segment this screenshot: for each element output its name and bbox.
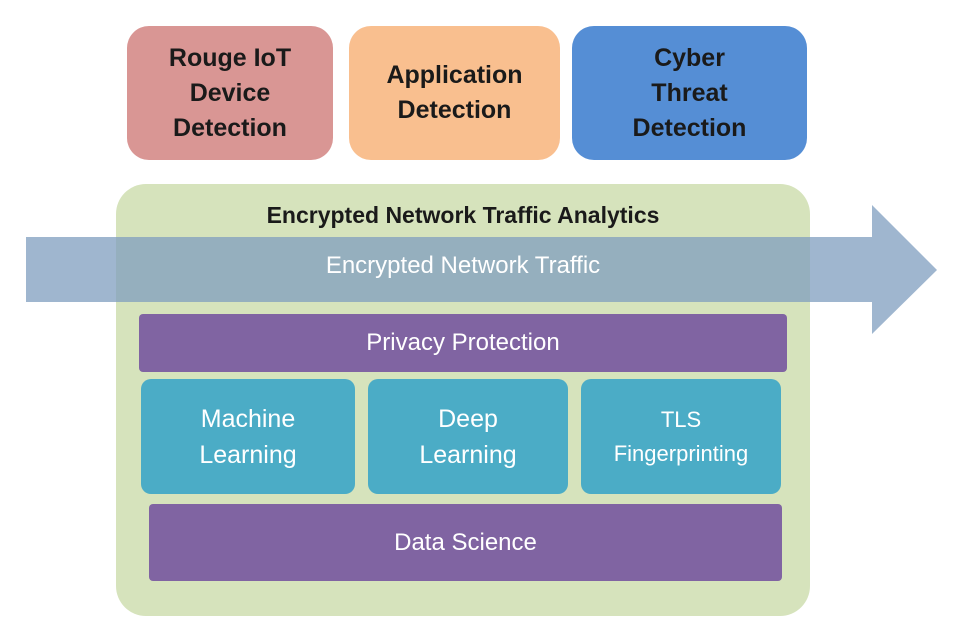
traffic-arrow-shape xyxy=(26,205,937,334)
cyber-threat-detection-box: Cyber Threat Detection xyxy=(572,26,807,160)
panel-title: Encrypted Network Traffic Analytics xyxy=(266,202,660,228)
data-science-bar: Data Science xyxy=(149,504,782,581)
machine-learning-box: Machine Learning xyxy=(141,379,355,494)
encrypted-network-traffic-label: Encrypted Network Traffic xyxy=(325,252,601,279)
tls-fingerprinting-box: TLS Fingerprinting xyxy=(581,379,781,494)
application-detection-box: Application Detection xyxy=(349,26,560,160)
deep-learning-box: Deep Learning xyxy=(368,379,568,494)
rouge-iot-device-detection-box: Rouge IoT Device Detection xyxy=(127,26,333,160)
privacy-protection-bar: Privacy Protection xyxy=(139,314,787,372)
